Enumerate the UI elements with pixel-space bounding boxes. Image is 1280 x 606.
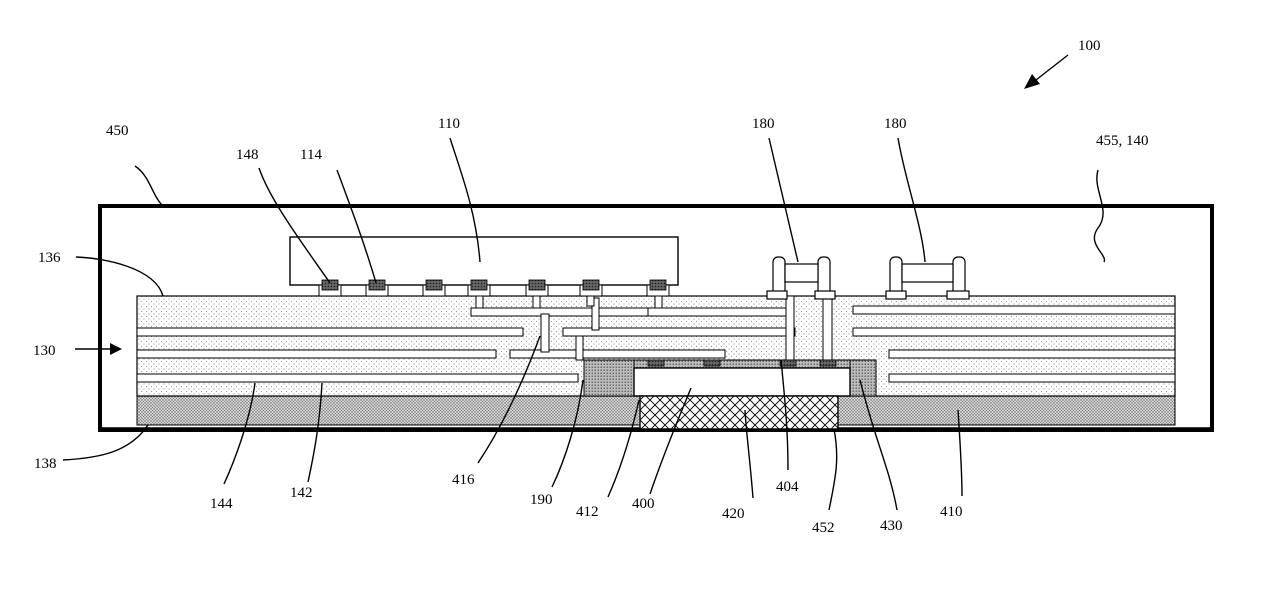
- label-190: 190: [530, 492, 553, 508]
- leader-lines: [62, 137, 1106, 511]
- layer-404: [633, 359, 851, 369]
- label-430: 430: [880, 518, 903, 534]
- label-455-140: 455, 140: [1096, 133, 1149, 149]
- passive-component-180-right: [885, 256, 970, 300]
- passive-component-180-left: [766, 256, 836, 300]
- label-144: 144: [210, 496, 233, 512]
- die-bumps: [647, 359, 837, 367]
- label-410: 410: [940, 504, 963, 520]
- die-400: [633, 367, 851, 397]
- label-110: 110: [438, 116, 460, 132]
- label-412: 412: [576, 504, 599, 520]
- routing-traces: [136, 305, 1176, 383]
- reference-labels: 100 450 148 114 110 180 180 455, 140 136…: [33, 38, 1149, 536]
- chip-110: [289, 236, 679, 286]
- label-450: 450: [106, 123, 129, 139]
- label-404: 404: [776, 479, 799, 495]
- fill-190: [583, 359, 635, 397]
- label-148: 148: [236, 147, 259, 163]
- label-400: 400: [632, 496, 655, 512]
- label-180-right: 180: [884, 116, 907, 132]
- label-138: 138: [34, 456, 57, 472]
- label-416: 416: [452, 472, 475, 488]
- label-180-left: 180: [752, 116, 775, 132]
- label-130: 130: [33, 343, 56, 359]
- label-452: 452: [812, 520, 835, 536]
- label-100: 100: [1078, 38, 1101, 54]
- label-420: 420: [722, 506, 745, 522]
- bottom-layer-138: [136, 395, 641, 426]
- arrow-130: [75, 343, 122, 355]
- heat-spreader-420: [639, 395, 839, 430]
- label-114: 114: [300, 147, 322, 163]
- solder-bumps: [318, 279, 670, 309]
- label-142: 142: [290, 485, 313, 501]
- arrow-100: [1024, 54, 1069, 89]
- label-136: 136: [38, 250, 61, 266]
- bottom-layer-410: [837, 395, 1176, 426]
